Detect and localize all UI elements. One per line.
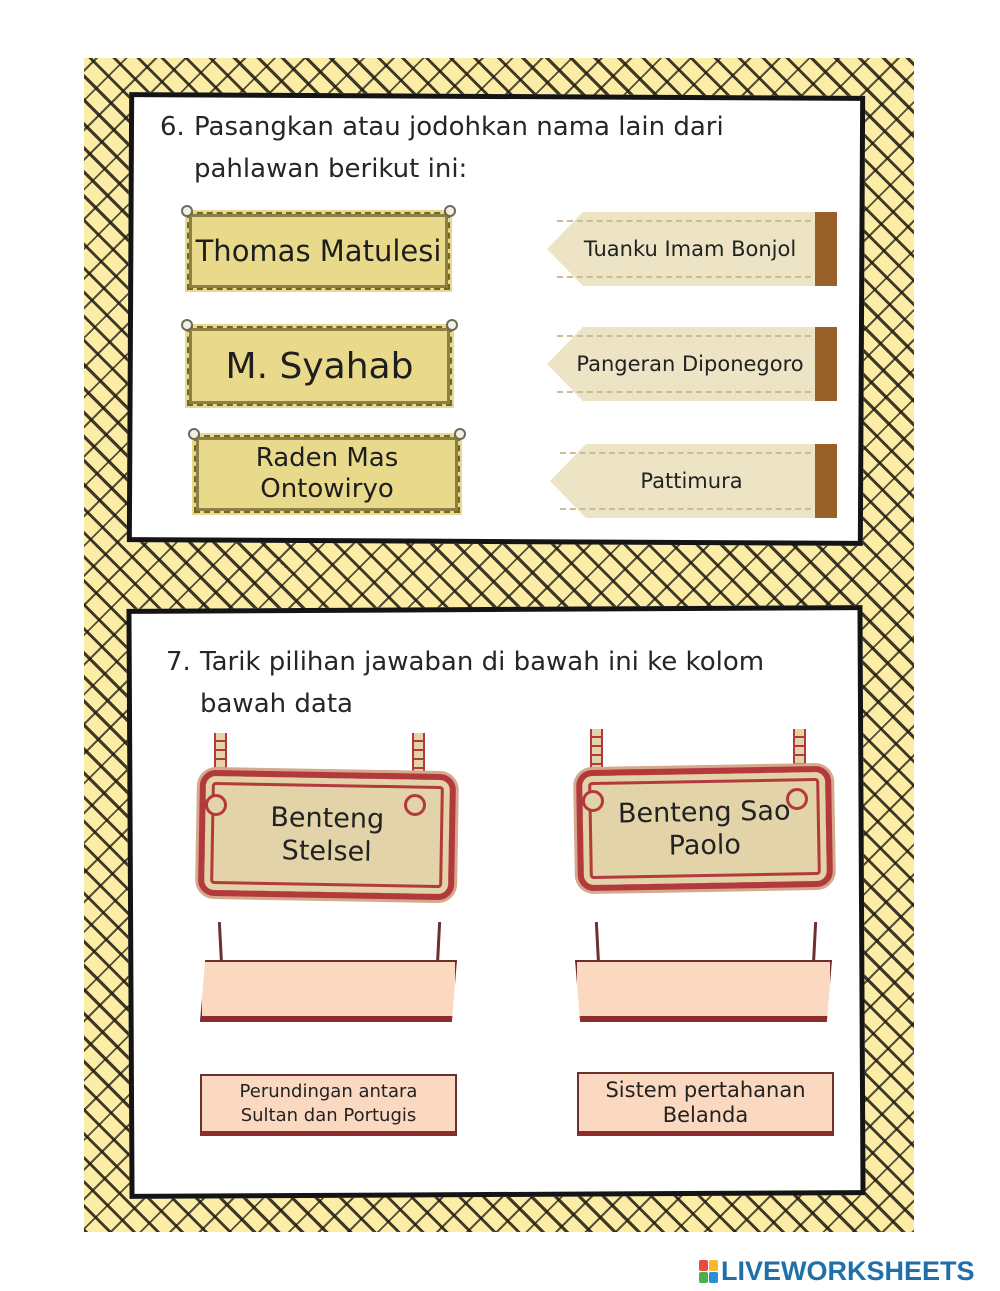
alias-tag-2[interactable]: Pangeran Diponegoro xyxy=(547,327,837,401)
question-line-2: bawah data xyxy=(200,689,353,719)
tag-bar xyxy=(815,327,837,401)
question-line-1: Pasangkan atau jodohkan nama lain dari xyxy=(194,112,724,142)
tag-stitch xyxy=(557,335,811,393)
drop-zone-1[interactable] xyxy=(200,960,457,1022)
category-sign-label: Benteng Sao Paolo xyxy=(617,794,791,862)
question-7-text: 7. Tarik pilihan jawaban di bawah ini ke … xyxy=(166,641,826,725)
liveworksheets-brand: LIVEWORKSHEETS xyxy=(699,1255,975,1287)
alias-tag-label: Pangeran Diponegoro xyxy=(576,352,804,376)
hero-name-board-1[interactable]: Thomas Matulesi xyxy=(181,205,456,292)
tag-stitch xyxy=(557,220,811,278)
drop-zone-2[interactable] xyxy=(575,960,832,1022)
answer-card-1[interactable]: Perundingan antara Sultan dan Portugis xyxy=(200,1074,457,1136)
hero-name-board-3[interactable]: Raden Mas Ontowiryo xyxy=(188,428,466,515)
sign-ring xyxy=(205,794,227,816)
alias-tag-1[interactable]: Tuanku Imam Bonjol xyxy=(547,212,837,286)
alias-tag-3[interactable]: Pattimura xyxy=(550,444,837,518)
question-6-text: 6. Pasangkan atau jodohkan nama lain dari… xyxy=(160,106,800,190)
logo-square xyxy=(699,1271,708,1283)
answer-card-2[interactable]: Sistem pertahanan Belanda xyxy=(577,1072,834,1136)
liveworksheets-logo-icon xyxy=(699,1259,718,1283)
question-number: 7. xyxy=(166,647,191,677)
sign-ring xyxy=(582,790,604,812)
question-number: 6. xyxy=(160,112,185,142)
answer-card-label: Perundingan antara Sultan dan Portugis xyxy=(239,1080,418,1126)
question-line-1: Tarik pilihan jawaban di bawah ini ke ko… xyxy=(200,647,765,677)
alias-tag-label: Tuanku Imam Bonjol xyxy=(583,237,797,261)
category-sign-label: Benteng Stelsel xyxy=(270,802,385,868)
question-line-2: pahlawan berikut ini: xyxy=(194,154,468,184)
tag-background xyxy=(547,327,837,401)
tag-bar xyxy=(815,444,837,518)
hero-name-board-3-label: Raden Mas Ontowiryo xyxy=(255,443,399,504)
logo-square xyxy=(709,1271,718,1283)
alias-tag-label: Pattimura xyxy=(640,469,743,493)
category-sign-1: Benteng Stelsel xyxy=(197,769,457,901)
logo-square xyxy=(709,1259,718,1271)
tag-stitch xyxy=(560,452,811,510)
sign-ring xyxy=(404,794,426,816)
brand-text: LIVEWORKSHEETS xyxy=(721,1255,975,1286)
hero-name-board-2[interactable]: M. Syahab xyxy=(181,319,458,408)
answer-card-label: Sistem pertahanan Belanda xyxy=(605,1077,806,1127)
category-sign-2: Benteng Sao Paolo xyxy=(575,765,834,892)
tag-background xyxy=(550,444,837,518)
logo-square xyxy=(699,1259,708,1271)
sign-ring xyxy=(786,788,808,810)
tag-bar xyxy=(815,212,837,286)
tag-background xyxy=(547,212,837,286)
